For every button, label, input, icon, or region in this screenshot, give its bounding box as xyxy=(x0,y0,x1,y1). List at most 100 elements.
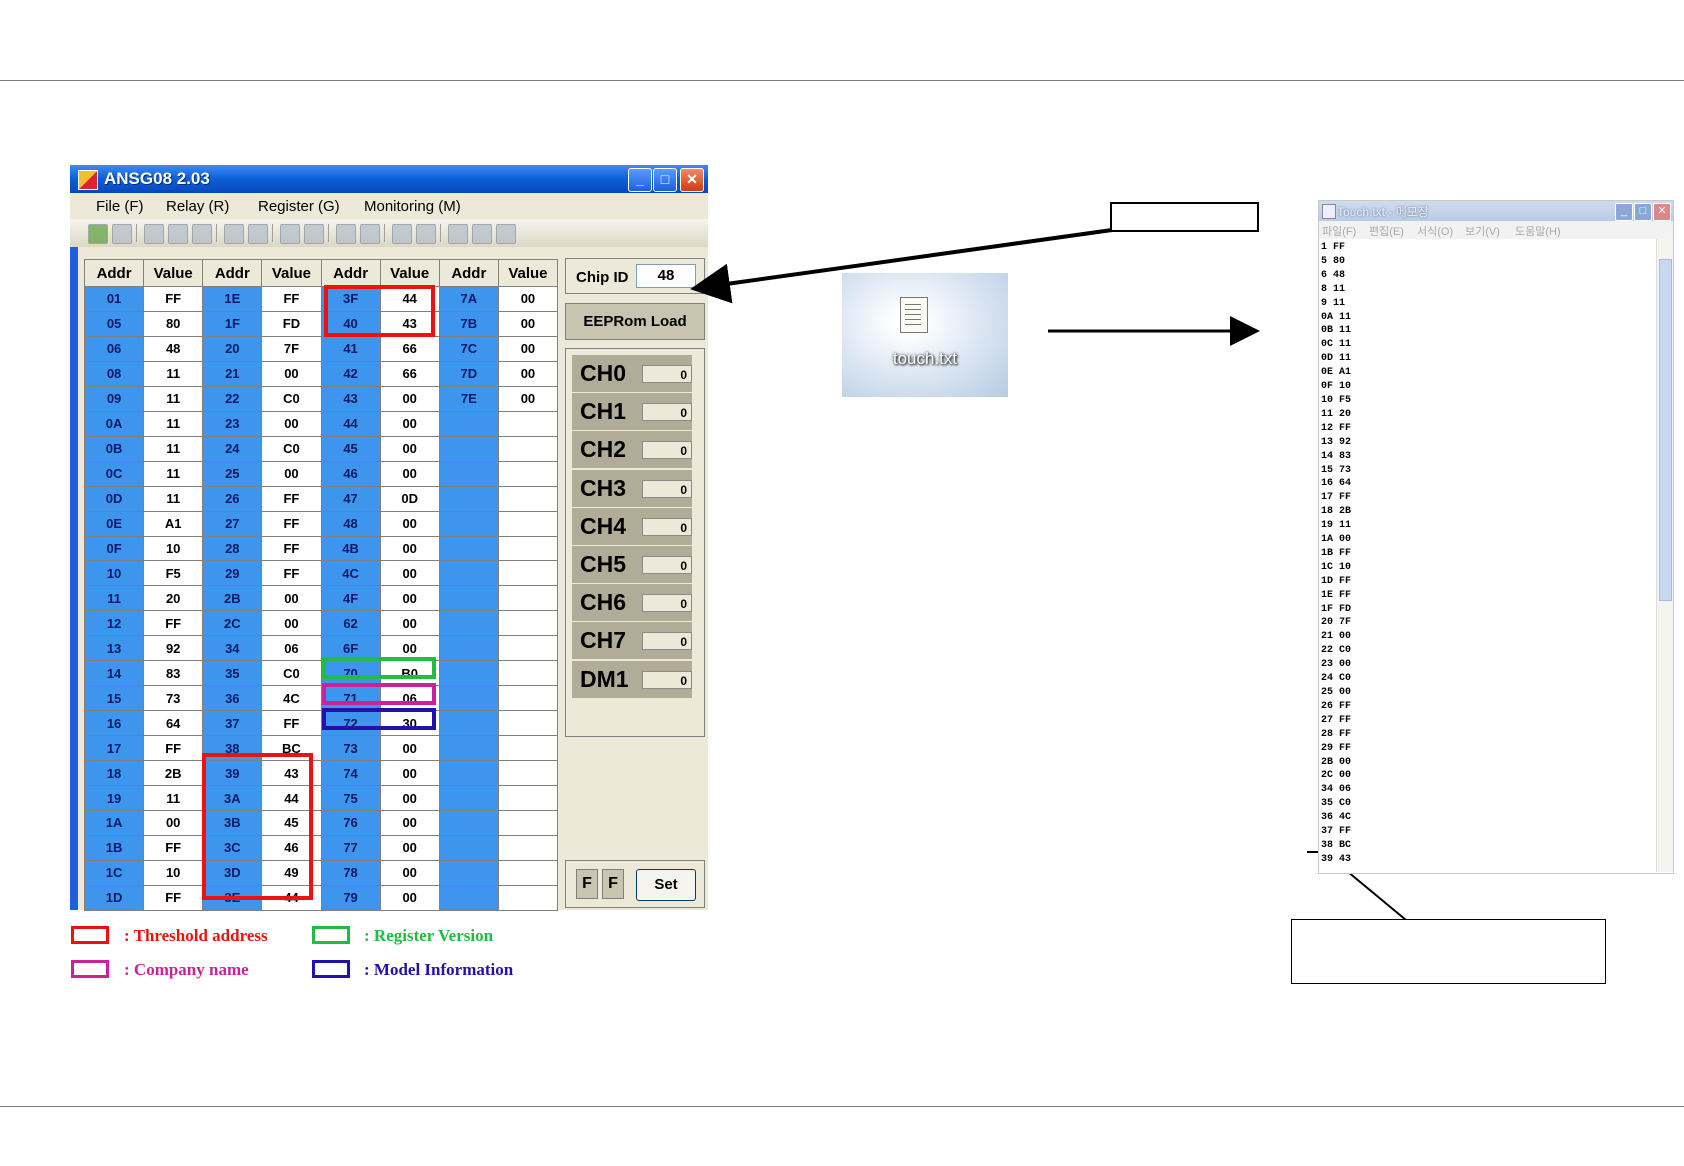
set-button[interactable]: Set xyxy=(636,869,696,901)
value-cell[interactable]: 11 xyxy=(143,435,204,462)
value-cell[interactable]: 0D xyxy=(379,485,440,512)
address-cell[interactable]: 19 xyxy=(83,785,145,812)
address-cell[interactable]: 4C xyxy=(320,560,381,587)
value-cell[interactable]: 00 xyxy=(261,460,322,487)
value-cell[interactable]: 83 xyxy=(143,660,204,687)
address-cell[interactable] xyxy=(438,710,499,737)
value-cell[interactable]: 92 xyxy=(143,635,204,662)
value-cell[interactable]: 49 xyxy=(261,859,322,886)
address-cell[interactable]: 2C xyxy=(202,610,263,637)
value-cell[interactable] xyxy=(497,785,559,812)
address-cell[interactable]: 44 xyxy=(320,410,381,437)
address-cell[interactable] xyxy=(438,685,499,712)
home-icon[interactable] xyxy=(304,224,324,244)
address-cell[interactable]: 24 xyxy=(202,435,263,462)
channel-value-field[interactable]: 0 xyxy=(642,556,692,574)
menu-relay[interactable]: Relay (R) xyxy=(166,198,230,215)
write-icon[interactable] xyxy=(168,224,188,244)
value-cell[interactable]: 00 xyxy=(143,810,204,836)
value-cell[interactable]: C0 xyxy=(261,435,322,462)
notepad-maximize-icon[interactable]: □ xyxy=(1634,203,1652,221)
address-cell[interactable] xyxy=(438,435,499,462)
value-cell[interactable]: FF xyxy=(261,510,322,537)
address-cell[interactable]: 0C xyxy=(83,460,145,487)
value-cell[interactable]: 10 xyxy=(143,535,204,562)
address-cell[interactable]: 39 xyxy=(202,760,263,787)
value-cell[interactable]: 00 xyxy=(379,834,440,861)
address-cell[interactable]: 78 xyxy=(320,859,381,886)
address-cell[interactable]: 74 xyxy=(320,760,381,787)
address-cell[interactable]: 62 xyxy=(320,610,381,637)
value-cell[interactable] xyxy=(497,884,559,912)
address-cell[interactable]: 1D xyxy=(83,884,145,912)
address-cell[interactable]: 42 xyxy=(320,360,381,387)
address-cell[interactable]: 46 xyxy=(320,460,381,487)
value-cell[interactable]: A1 xyxy=(143,510,204,537)
value-cell[interactable]: 30 xyxy=(379,710,440,737)
menu-register[interactable]: Register (G) xyxy=(258,198,340,215)
address-cell[interactable]: 3D xyxy=(202,859,263,886)
value-cell[interactable] xyxy=(497,610,559,637)
address-cell[interactable]: 7D xyxy=(438,360,499,387)
value-cell[interactable]: 00 xyxy=(379,635,440,662)
value-cell[interactable]: FF xyxy=(261,286,322,312)
value-cell[interactable]: 7F xyxy=(261,335,322,362)
value-cell[interactable] xyxy=(497,435,559,462)
address-cell[interactable] xyxy=(438,485,499,512)
close-icon[interactable]: ✕ xyxy=(680,168,704,192)
value-cell[interactable]: 00 xyxy=(379,510,440,537)
address-cell[interactable]: 27 xyxy=(202,510,263,537)
address-cell[interactable]: 3F xyxy=(320,286,381,312)
address-cell[interactable]: 21 xyxy=(202,360,263,387)
notepad-menu-help[interactable]: 도움말(H) xyxy=(1515,226,1561,238)
address-cell[interactable]: 0D xyxy=(83,485,145,512)
value-cell[interactable]: 00 xyxy=(261,360,322,387)
maximize-icon[interactable]: □ xyxy=(653,168,677,192)
value-cell[interactable]: 48 xyxy=(143,335,204,362)
address-cell[interactable] xyxy=(438,810,499,836)
value-cell[interactable]: 00 xyxy=(497,335,559,362)
value-cell[interactable]: 00 xyxy=(379,560,440,587)
address-cell[interactable]: 43 xyxy=(320,385,381,412)
lightning-icon[interactable] xyxy=(392,224,412,244)
disconnect-icon[interactable] xyxy=(112,224,132,244)
desktop-file[interactable]: touch.txt xyxy=(842,273,1008,397)
address-cell[interactable] xyxy=(438,859,499,886)
value-cell[interactable]: FF xyxy=(261,560,322,587)
value-cell[interactable]: 00 xyxy=(379,385,440,412)
value-cell[interactable]: 11 xyxy=(143,460,204,487)
notepad-close-icon[interactable]: ✕ xyxy=(1653,203,1671,221)
value-cell[interactable]: 06 xyxy=(379,685,440,712)
value-cell[interactable]: 00 xyxy=(261,610,322,637)
address-cell[interactable]: 0A xyxy=(83,410,145,437)
address-cell[interactable]: 3A xyxy=(202,785,263,812)
address-cell[interactable] xyxy=(438,585,499,612)
channel-value-field[interactable]: 0 xyxy=(642,594,692,613)
address-cell[interactable]: 15 xyxy=(83,685,145,712)
value-cell[interactable] xyxy=(497,685,559,712)
value-cell[interactable]: 44 xyxy=(261,785,322,812)
address-cell[interactable]: 45 xyxy=(320,435,381,462)
address-cell[interactable]: 2B xyxy=(202,585,263,612)
value-cell[interactable] xyxy=(497,834,559,861)
window-icon[interactable] xyxy=(192,224,212,244)
value-cell[interactable]: 06 xyxy=(261,635,322,662)
edit-icon[interactable] xyxy=(416,224,436,244)
address-cell[interactable]: 10 xyxy=(83,560,145,587)
window-title-bar[interactable]: ANSG08 2.03 _ □ ✕ xyxy=(70,165,708,193)
value-cell[interactable]: 46 xyxy=(261,834,322,861)
notepad-menu-view[interactable]: 보기(V) xyxy=(1465,226,1500,238)
value-cell[interactable]: 64 xyxy=(143,710,204,737)
address-cell[interactable]: 75 xyxy=(320,785,381,812)
value-cell[interactable]: FF xyxy=(143,735,204,762)
value-cell[interactable]: B0 xyxy=(379,660,440,687)
notepad-title-bar[interactable]: Touch.txt - 메모장 _ □ ✕ xyxy=(1319,201,1673,221)
address-cell[interactable]: 08 xyxy=(83,360,145,387)
notepad-menu-format[interactable]: 서식(O) xyxy=(1417,226,1454,238)
chart-icon[interactable] xyxy=(496,224,516,244)
channel-value-field[interactable]: 0 xyxy=(642,365,692,383)
value-cell[interactable]: FF xyxy=(261,485,322,512)
address-cell[interactable]: 23 xyxy=(202,410,263,437)
address-cell[interactable]: 71 xyxy=(320,685,381,712)
value-cell[interactable] xyxy=(497,485,559,512)
